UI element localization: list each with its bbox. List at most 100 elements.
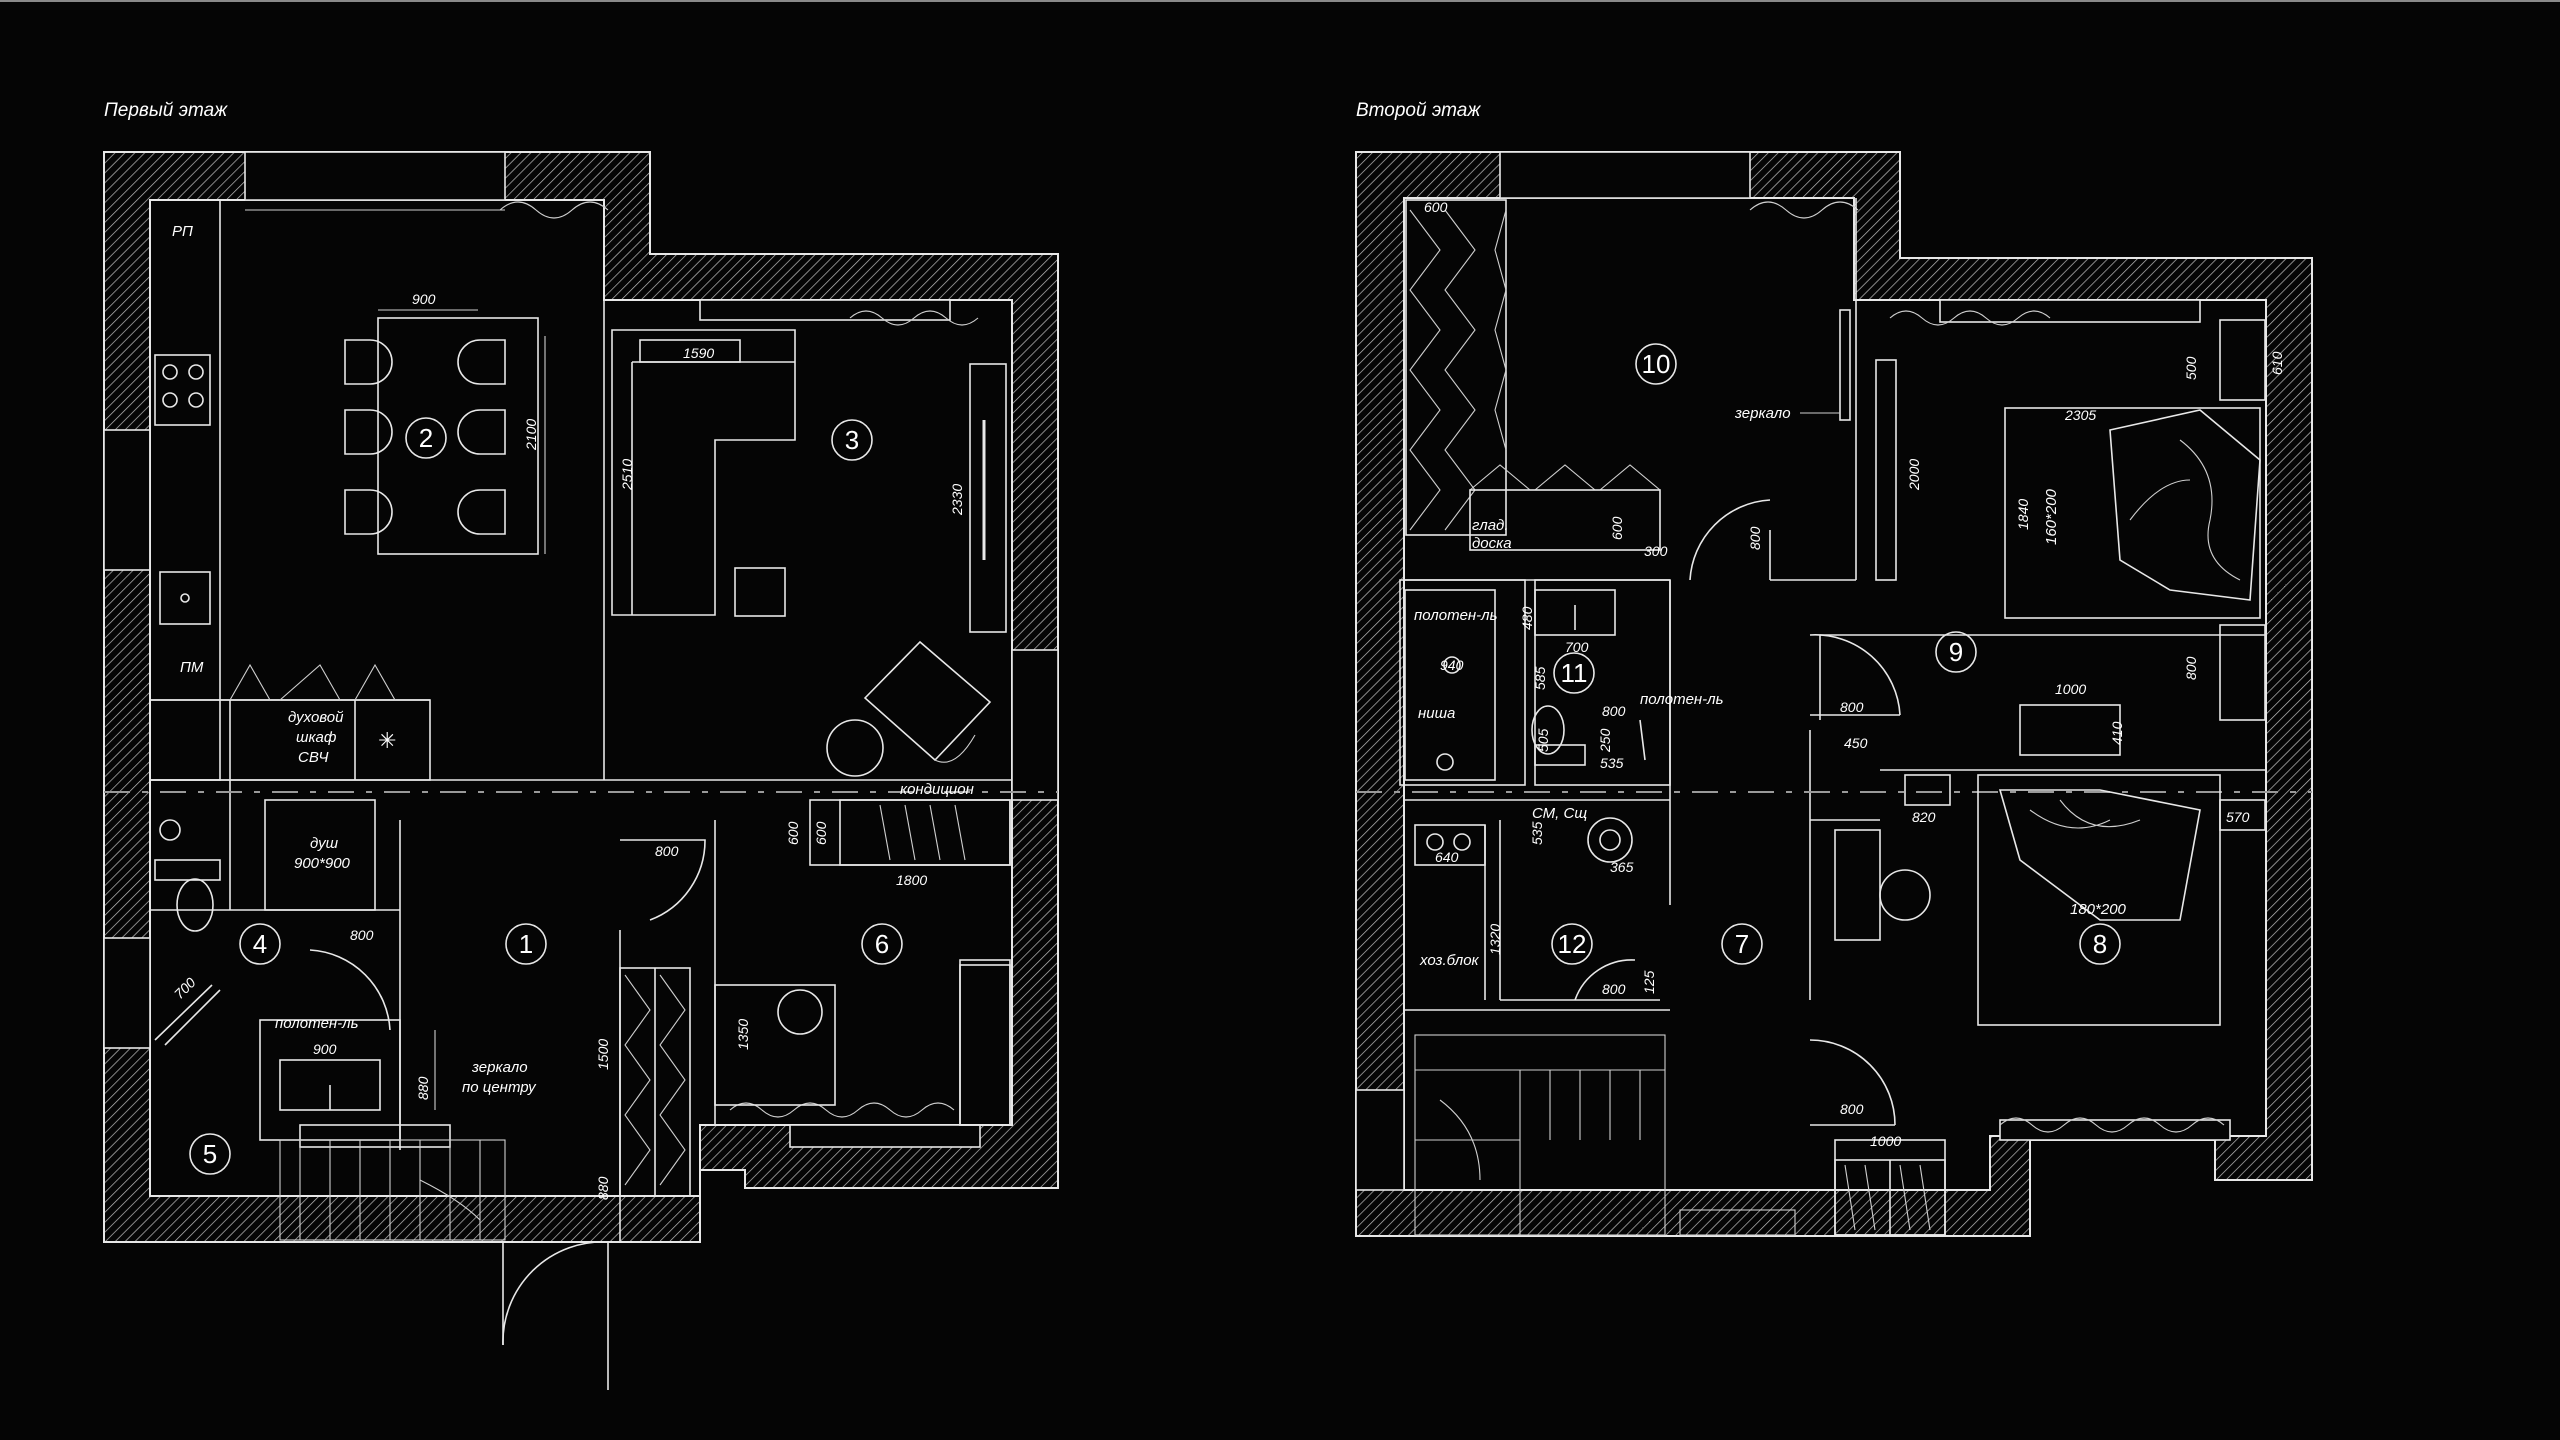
dim-800-b2: 800 <box>2183 656 2199 680</box>
dim-505: 505 <box>1535 728 1551 752</box>
svg-text:1: 1 <box>519 929 533 959</box>
dim-800-a2: 800 <box>1747 526 1763 550</box>
room-number-4: 4 <box>239 923 281 965</box>
dim-600-a: 600 <box>785 821 801 845</box>
closet-7 <box>1834 1159 1946 1236</box>
room-number-11: 11 <box>1553 652 1595 694</box>
svg-text:7: 7 <box>1735 929 1749 959</box>
dim-585: 585 <box>1532 666 1548 690</box>
dim-1000-b: 1000 <box>1870 1133 1901 1149</box>
stairs-floor2 <box>1414 1034 1796 1236</box>
floor2-walls <box>1355 151 2313 1237</box>
label-mirror-1: зеркало <box>471 1059 528 1076</box>
svg-text:3: 3 <box>845 425 859 455</box>
dim-535-a: 535 <box>1600 755 1624 771</box>
label-washer: СМ, Сщ <box>1532 805 1587 822</box>
bedroom-9-bed <box>1875 319 2266 756</box>
room-number-9: 9 <box>1935 631 1977 673</box>
room-number-7: 7 <box>1721 923 1763 965</box>
dim-2305: 2305 <box>2064 407 2096 423</box>
dim-1800: 1800 <box>896 872 927 888</box>
svg-text:11: 11 <box>1561 658 1588 688</box>
room-number-1: 1 <box>505 923 547 965</box>
dim-940: 940 <box>1440 657 1464 673</box>
living-sofa <box>611 329 1007 777</box>
dim-800-c2: 800 <box>1840 699 1864 715</box>
floor2-plan: 600 глад. доска 600 зеркало 300 800 800 … <box>1355 151 2313 1237</box>
dim-2000: 2000 <box>1906 459 1922 491</box>
dim-1500: 1500 <box>595 1039 611 1070</box>
label-utility: хоз.блок <box>1419 952 1480 969</box>
label-towel-1: полотен-ль <box>275 1015 359 1032</box>
label-bed-180: 180*200 <box>2070 901 2127 918</box>
door-arcs-floor2 <box>1689 499 1901 1126</box>
dim-900-table: 900 <box>412 291 436 307</box>
svg-text:4: 4 <box>253 929 267 959</box>
stairs-floor1 <box>279 1139 506 1241</box>
label-pm: ПМ <box>180 659 204 676</box>
dim-250: 250 <box>1597 728 1613 753</box>
label-ironing-2: доска <box>1472 535 1512 552</box>
svg-text:5: 5 <box>203 1139 217 1169</box>
floor1-plan: РП ПМ духовой шкаф СВЧ ✳ 900 2100 <box>103 151 1059 1390</box>
dim-480: 480 <box>1519 606 1535 630</box>
star-icon: ✳ <box>378 728 396 753</box>
kitchen-stove <box>154 354 211 426</box>
door-arcs-floor1 <box>309 839 706 1390</box>
label-towel-2a: полотен-ль <box>1414 607 1498 624</box>
closet-10 <box>1405 199 1851 551</box>
svg-text:12: 12 <box>1558 929 1587 959</box>
label-shower: душ <box>310 835 339 852</box>
room-number-5: 5 <box>189 1133 231 1175</box>
dim-900-sink: 900 <box>313 1041 337 1057</box>
dim-880-a: 880 <box>415 1076 431 1100</box>
dim-125: 125 <box>1641 970 1657 994</box>
dim-600-b: 600 <box>813 821 829 845</box>
dim-1840: 1840 <box>2015 499 2031 530</box>
dim-820: 820 <box>1912 809 1936 825</box>
dim-450: 450 <box>1844 735 1868 751</box>
svg-text:9: 9 <box>1949 637 1963 667</box>
dim-700: 700 <box>171 974 199 1002</box>
wc-sink <box>279 1059 381 1111</box>
room-number-2: 2 <box>405 417 447 459</box>
dim-2330: 2330 <box>949 484 965 516</box>
room-number-12: 12 <box>1551 923 1593 965</box>
dim-800-door: 800 <box>655 843 679 859</box>
office-desk <box>714 799 1011 1126</box>
dim-610: 610 <box>2269 351 2285 375</box>
floor1-title: Первый этаж <box>104 100 228 121</box>
dining-table <box>344 317 539 555</box>
label-towel-2b: полотен-ль <box>1640 691 1724 708</box>
dim-880-b: 880 <box>595 1176 611 1200</box>
bathroom-fixtures <box>154 819 221 1046</box>
dim-1000-a: 1000 <box>2055 681 2086 697</box>
dim-700-2: 700 <box>1565 639 1589 655</box>
dim-365: 365 <box>1610 859 1634 875</box>
hall-wardrobe <box>619 967 691 1197</box>
svg-text:8: 8 <box>2093 929 2107 959</box>
label-rp: РП <box>172 223 193 240</box>
room-number-10: 10 <box>1635 343 1677 385</box>
svg-text:2: 2 <box>419 423 433 453</box>
label-ac: кондицион <box>900 781 974 798</box>
dim-600-top: 600 <box>1424 199 1448 215</box>
dim-800-e2: 800 <box>1602 981 1626 997</box>
label-oven-3: СВЧ <box>298 749 329 766</box>
dim-300: 300 <box>1644 543 1668 559</box>
dim-800-bath: 800 <box>350 927 374 943</box>
dim-535-b: 535 <box>1529 821 1545 845</box>
room-number-8: 8 <box>2079 923 2121 965</box>
dim-1320: 1320 <box>1487 924 1503 955</box>
dim-2100: 2100 <box>523 419 539 451</box>
label-mirror-2: зеркало <box>1734 405 1791 422</box>
top-rule <box>0 0 2560 2</box>
label-mirror-1b: по центру <box>462 1079 537 1096</box>
label-shower-size: 900*900 <box>294 855 351 872</box>
label-bed-160: 160*200 <box>2043 488 2060 545</box>
label-ironing-1: глад. <box>1472 517 1509 534</box>
dim-1590: 1590 <box>683 345 714 361</box>
utility-12 <box>1414 824 1660 1001</box>
dim-600-closet: 600 <box>1609 516 1625 540</box>
